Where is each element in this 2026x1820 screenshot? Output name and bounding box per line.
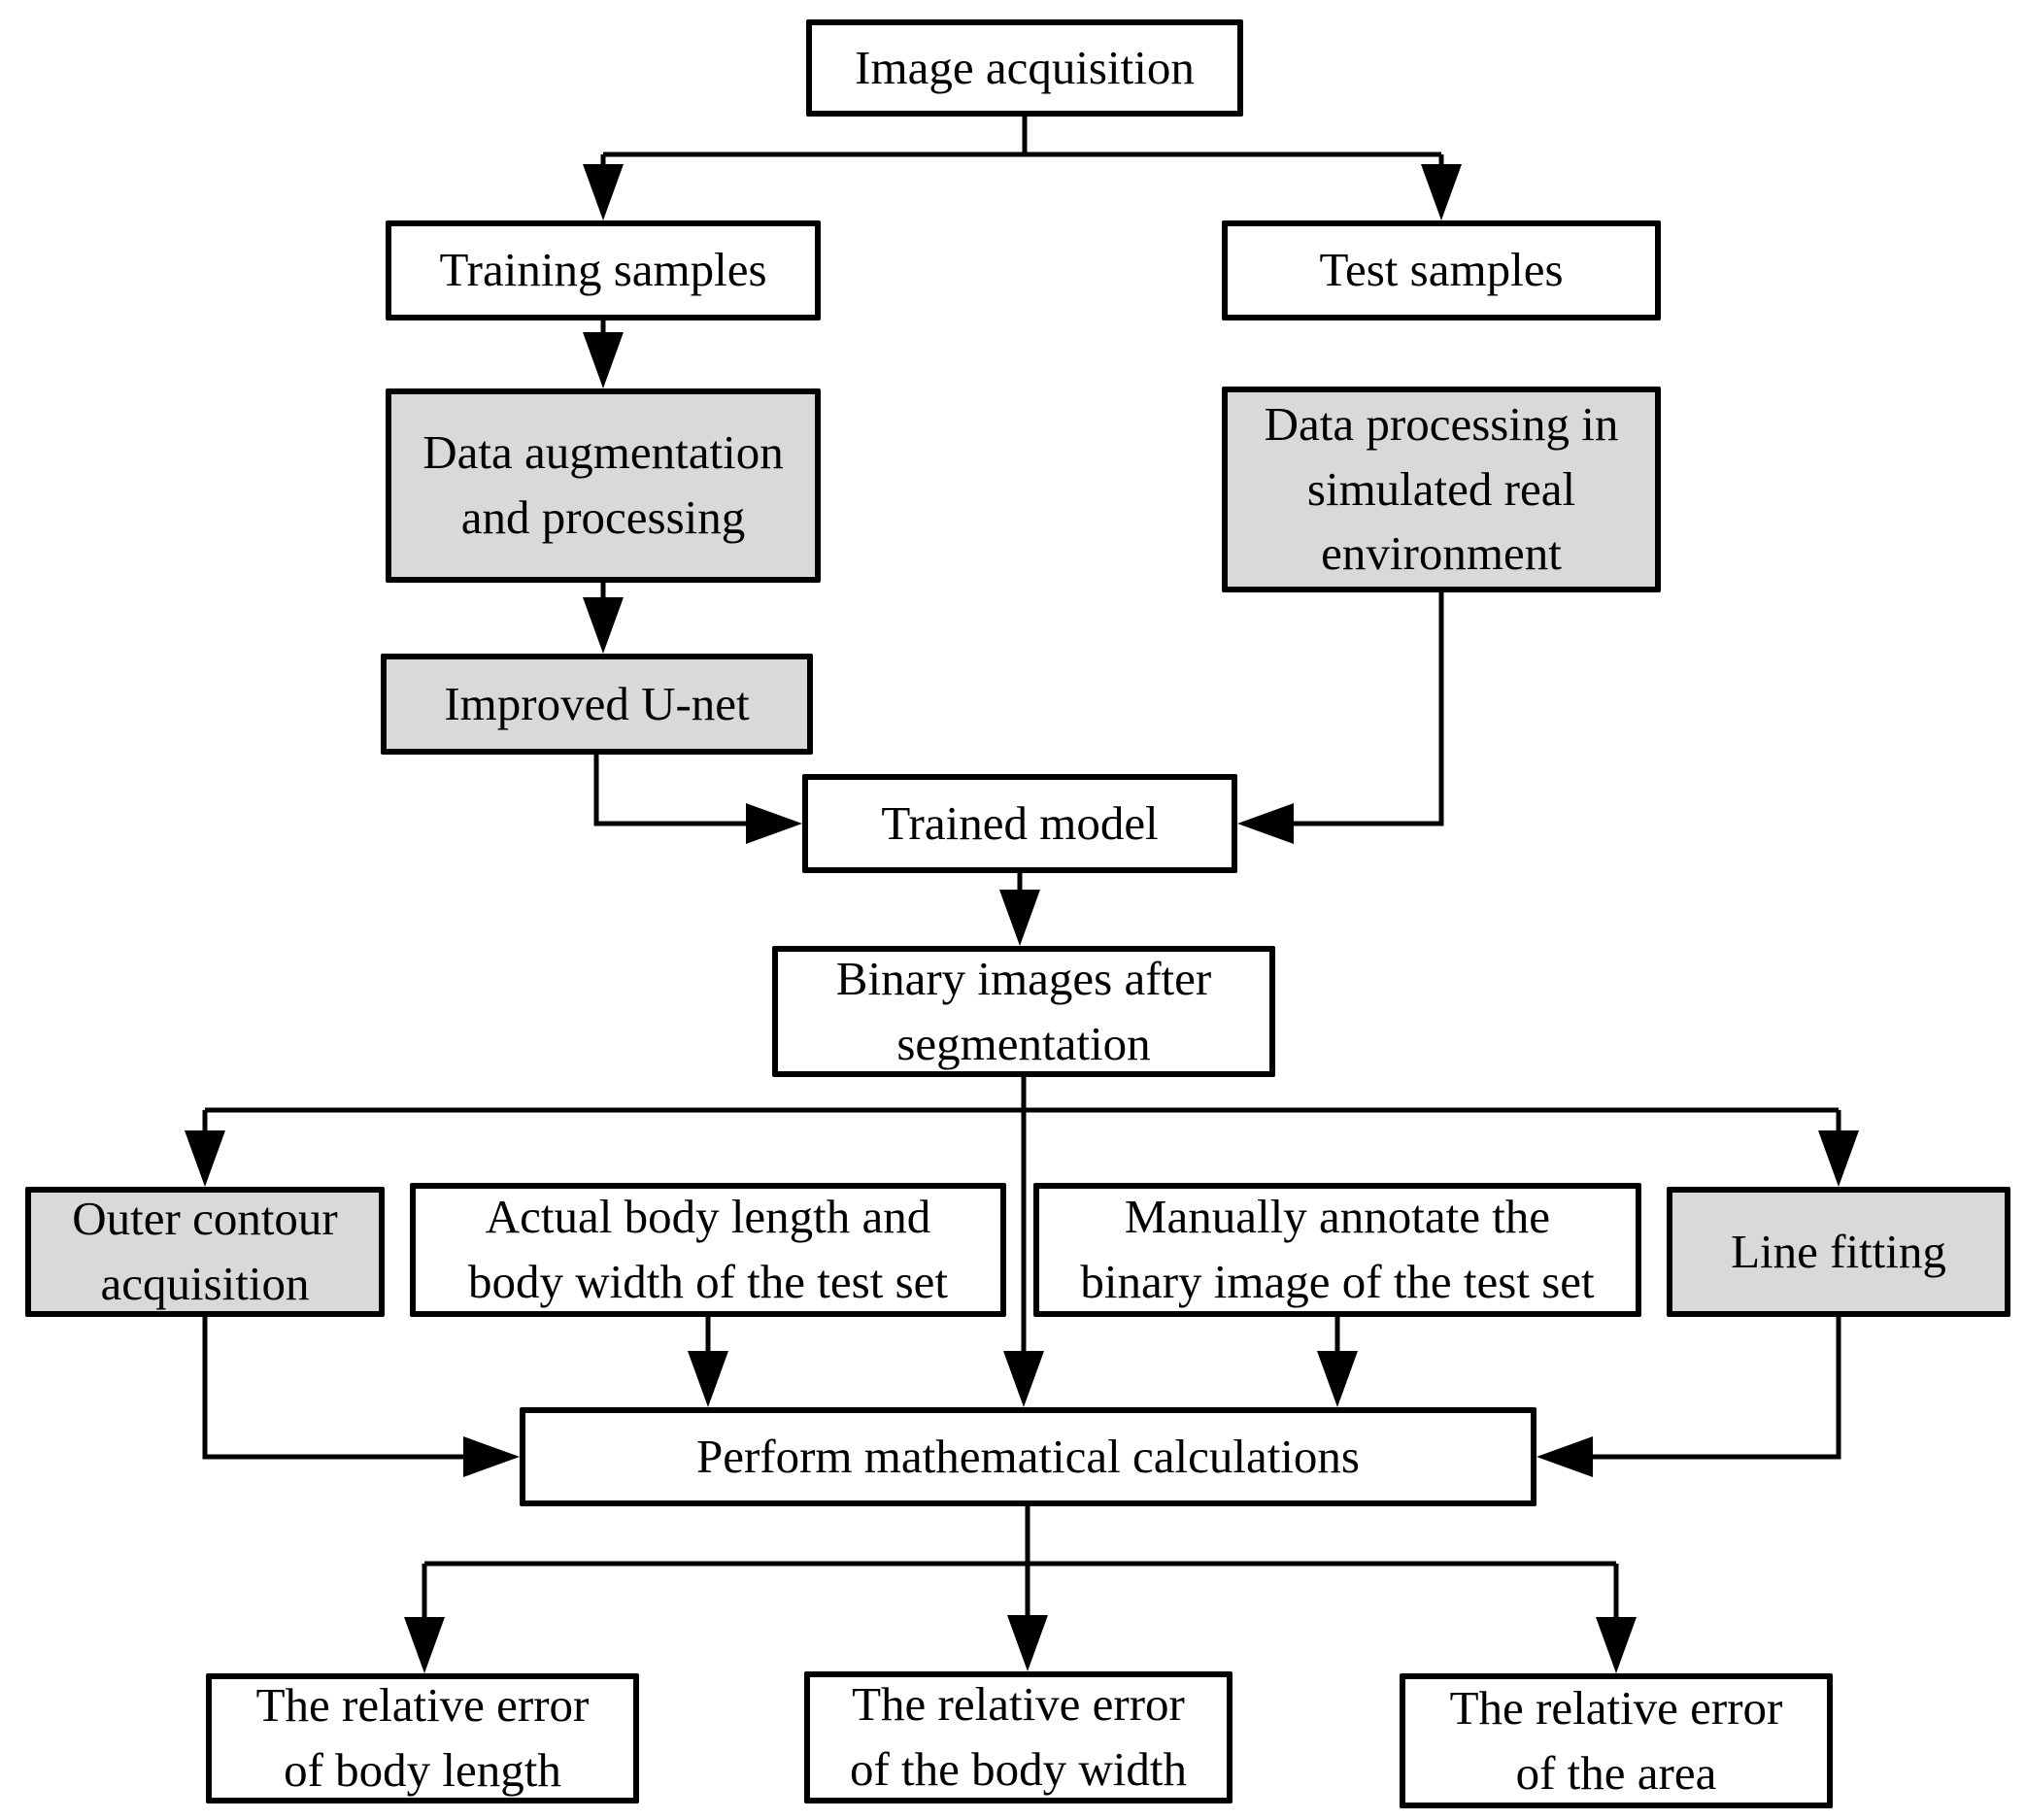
node-relative-error-body-width: The relative error of the body width [804,1671,1232,1803]
node-trained-model: Trained model [802,774,1237,873]
node-data-augmentation: Data augmentation and processing [386,388,821,583]
edge-trained-model-to-binary [999,873,1040,946]
edge-augmentation-to-unet [583,583,624,654]
edge-image-acquisition-split [583,117,1462,220]
node-improved-unet-label: Improved U-net [444,676,750,730]
node-outer-contour: Outer contour acquisition [25,1187,385,1317]
node-improved-unet: Improved U-net [381,654,813,755]
node-training-samples: Training samples [386,220,821,320]
node-manually-annotate-label: Manually annotate the binary image of th… [1080,1190,1595,1308]
node-outer-contour-label: Outer contour acquisition [72,1192,338,1310]
node-relative-error-body-length: The relative error of body length [206,1673,639,1803]
edge-line-fitting-to-perform [1536,1317,1841,1477]
node-image-acquisition-label: Image acquisition [855,40,1195,94]
node-line-fitting: Line fitting [1667,1187,2010,1317]
edge-actual-body-to-perform [688,1317,728,1407]
edge-unet-to-trained-model [593,755,802,844]
node-training-samples-label: Training samples [439,243,767,297]
node-perform-calculations-label: Perform mathematical calculations [695,1429,1360,1483]
node-test-samples-label: Test samples [1319,243,1564,297]
node-actual-body: Actual body length and body width of the… [410,1183,1006,1317]
node-relative-error-area-label: The relative error of the area [1449,1680,1783,1800]
edge-manually-annotate-to-perform [1317,1317,1358,1407]
edge-binary-branch-bar [185,1077,1859,1407]
edge-processing-to-trained-model [1237,592,1444,844]
node-perform-calculations: Perform mathematical calculations [520,1407,1536,1506]
node-data-augmentation-label: Data augmentation and processing [422,425,784,544]
node-data-processing-label: Data processing in simulated real enviro… [1264,397,1619,581]
node-line-fitting-label: Line fitting [1731,1224,1946,1278]
edge-training-to-augmentation [583,320,624,388]
node-actual-body-label: Actual body length and body width of the… [467,1190,949,1308]
node-binary-images: Binary images after segmentation [772,946,1275,1077]
node-relative-error-body-width-label: The relative error of the body width [849,1677,1188,1796]
node-relative-error-area: The relative error of the area [1400,1673,1833,1808]
node-image-acquisition: Image acquisition [806,19,1243,117]
edge-perform-split [404,1506,1637,1673]
node-data-processing: Data processing in simulated real enviro… [1222,387,1661,592]
node-relative-error-body-length-label: The relative error of body length [255,1678,590,1797]
node-binary-images-label: Binary images after segmentation [835,951,1212,1070]
node-trained-model-label: Trained model [881,795,1159,850]
node-manually-annotate: Manually annotate the binary image of th… [1033,1183,1641,1317]
edge-outer-contour-to-perform [202,1317,520,1477]
node-test-samples: Test samples [1222,220,1661,320]
